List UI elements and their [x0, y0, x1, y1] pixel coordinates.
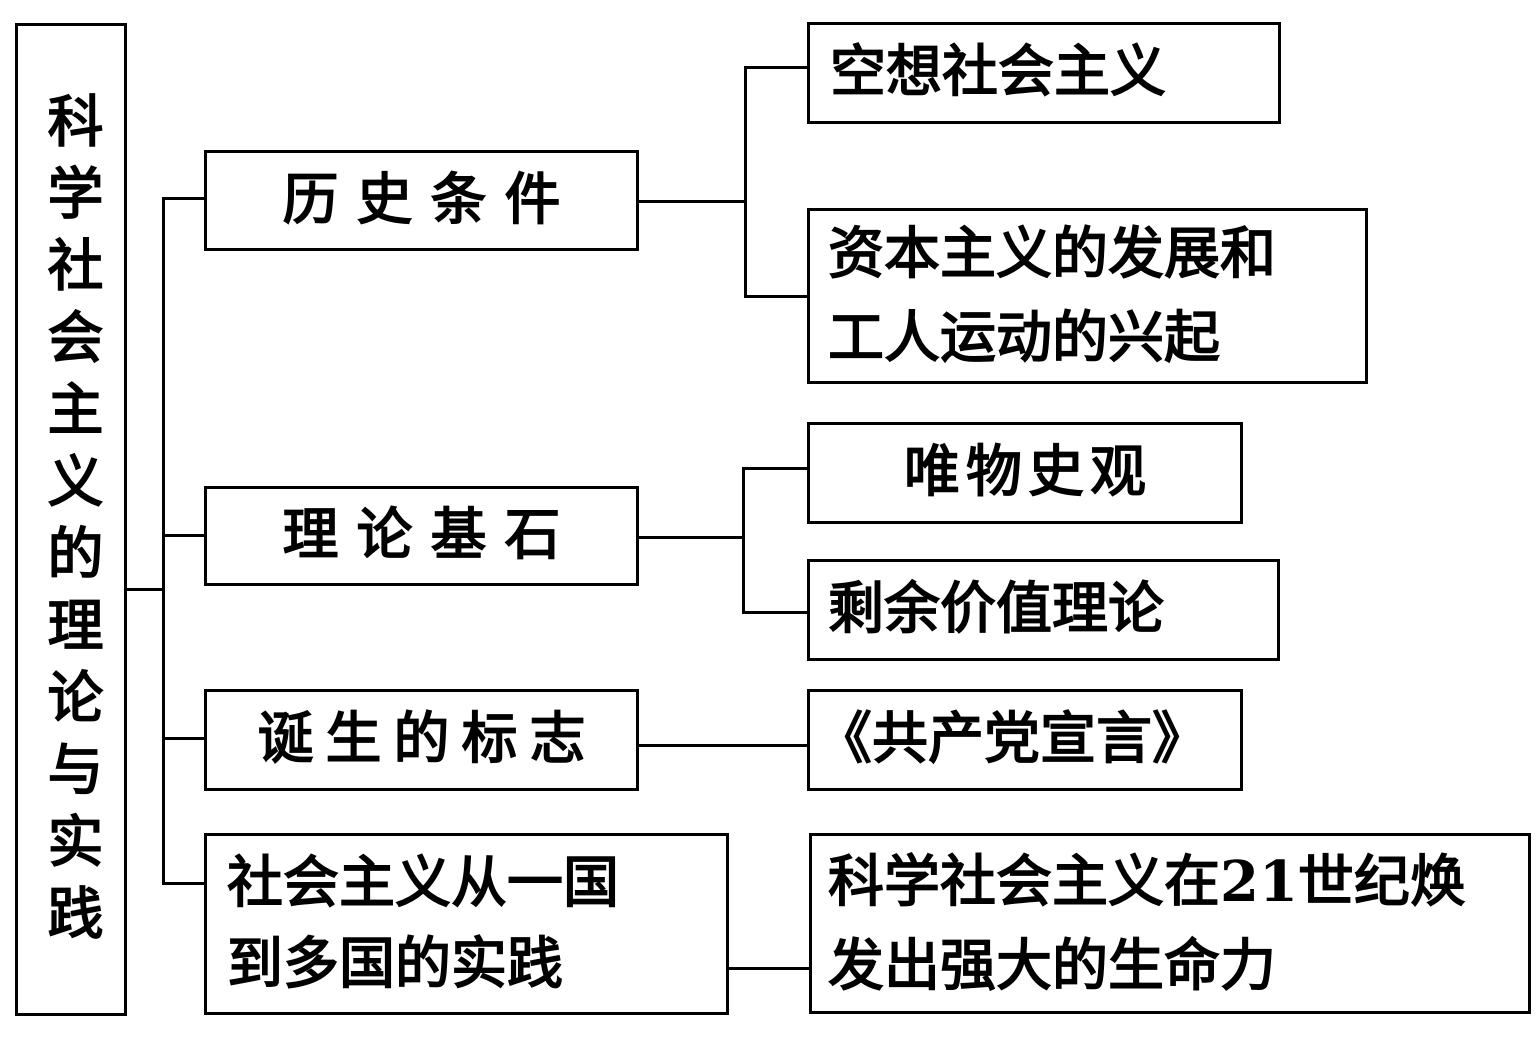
connector-trunk — [162, 197, 165, 885]
leaf-node-label: 科学社会主义在21世纪焕 发出强大的生命力 — [828, 848, 1466, 999]
connector-to-vitality — [728, 967, 810, 970]
connector-trunk-to-history — [162, 197, 205, 200]
connector-theory-split — [742, 467, 745, 614]
connector-trunk-to-practice — [162, 882, 205, 885]
leaf-node-surplus-value-theory: 剩余价值理论 — [807, 559, 1280, 661]
connector-to-manifesto — [638, 744, 808, 747]
leaf-node-capitalism-and-labor-movement: 资本主义的发展和 工人运动的兴起 — [807, 208, 1368, 384]
connector-history-out — [638, 200, 747, 203]
connector-to-utopian — [744, 66, 808, 69]
branch-node-label: 理论基石 — [282, 502, 579, 569]
leaf-node-historical-materialism: 唯物史观 — [807, 422, 1243, 524]
leaf-node-communist-manifesto: 《共产党宣言》 — [807, 689, 1243, 791]
root-node-label: 科学社会主义的理论与实践 — [38, 91, 104, 956]
branch-node-theoretical-foundation: 理论基石 — [204, 486, 639, 586]
connector-history-split — [744, 66, 747, 298]
branch-node-history-conditions: 历史条件 — [204, 150, 639, 251]
leaf-node-21st-century-vitality: 科学社会主义在21世纪焕 发出强大的生命力 — [809, 833, 1531, 1014]
root-node: 科学社会主义的理论与实践 — [15, 23, 127, 1016]
connector-trunk-to-theory — [162, 534, 205, 537]
connector-to-surplus-value — [742, 611, 808, 614]
branch-node-birth-symbol: 诞生的标志 — [204, 689, 639, 791]
leaf-node-label: 《共产党宣言》 — [816, 706, 1208, 773]
connector-theory-out — [638, 536, 745, 539]
connector-to-capitalism — [744, 295, 808, 298]
branch-node-multinational-practice: 社会主义从一国 到多国的实践 — [204, 833, 729, 1015]
leaf-node-label: 唯物史观 — [904, 439, 1152, 506]
leaf-node-label: 资本主义的发展和 工人运动的兴起 — [828, 221, 1276, 371]
connector-trunk-to-birth — [162, 737, 205, 740]
leaf-node-utopian-socialism: 空想社会主义 — [807, 22, 1281, 124]
leaf-node-label: 剩余价值理论 — [828, 576, 1164, 643]
connector-root-to-trunk — [126, 588, 165, 591]
connector-to-materialism — [742, 467, 808, 470]
branch-node-label: 社会主义从一国 到多国的实践 — [227, 849, 619, 997]
branch-node-label: 诞生的标志 — [257, 706, 598, 773]
branch-node-label: 历史条件 — [282, 166, 579, 233]
leaf-node-label: 空想社会主义 — [830, 39, 1166, 106]
